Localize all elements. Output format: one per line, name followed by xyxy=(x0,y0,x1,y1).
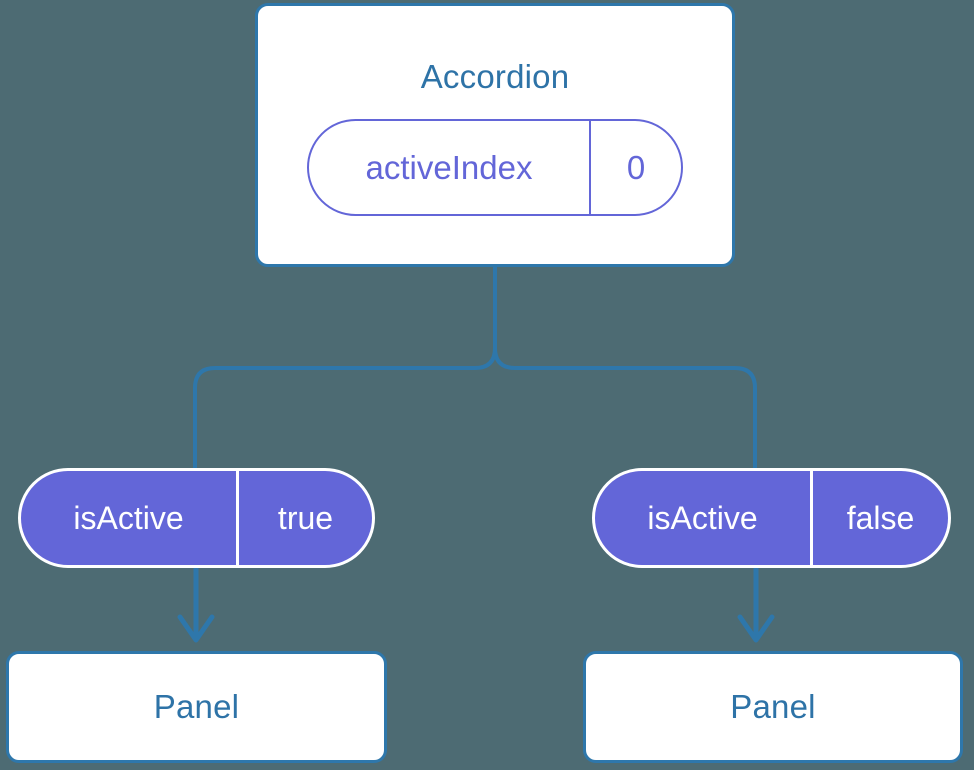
panel-node-title: Panel xyxy=(153,688,240,725)
prop-pill-value: false xyxy=(810,471,948,565)
prop-pill-key: isActive xyxy=(647,499,758,536)
prop-pill-key: activeIndex xyxy=(365,148,533,186)
panel-node-title: Panel xyxy=(730,688,816,725)
panel-node-left[interactable]: Panel xyxy=(6,651,387,763)
prop-pill-active-index[interactable]: activeIndex 0 xyxy=(307,119,683,216)
prop-pill-value: 0 xyxy=(589,121,681,214)
prop-pill-value: true xyxy=(236,471,372,565)
down-arrow-left xyxy=(177,566,215,643)
tree-fork-connector xyxy=(193,264,757,470)
accordion-node-title: Accordion xyxy=(420,58,570,95)
prop-pill-key: isActive xyxy=(73,499,184,536)
prop-pill-is-active-right[interactable]: isActive false xyxy=(592,468,951,568)
prop-pill-is-active-left[interactable]: isActive true xyxy=(18,468,375,568)
panel-node-right[interactable]: Panel xyxy=(583,651,963,763)
down-arrow-right xyxy=(737,566,775,643)
